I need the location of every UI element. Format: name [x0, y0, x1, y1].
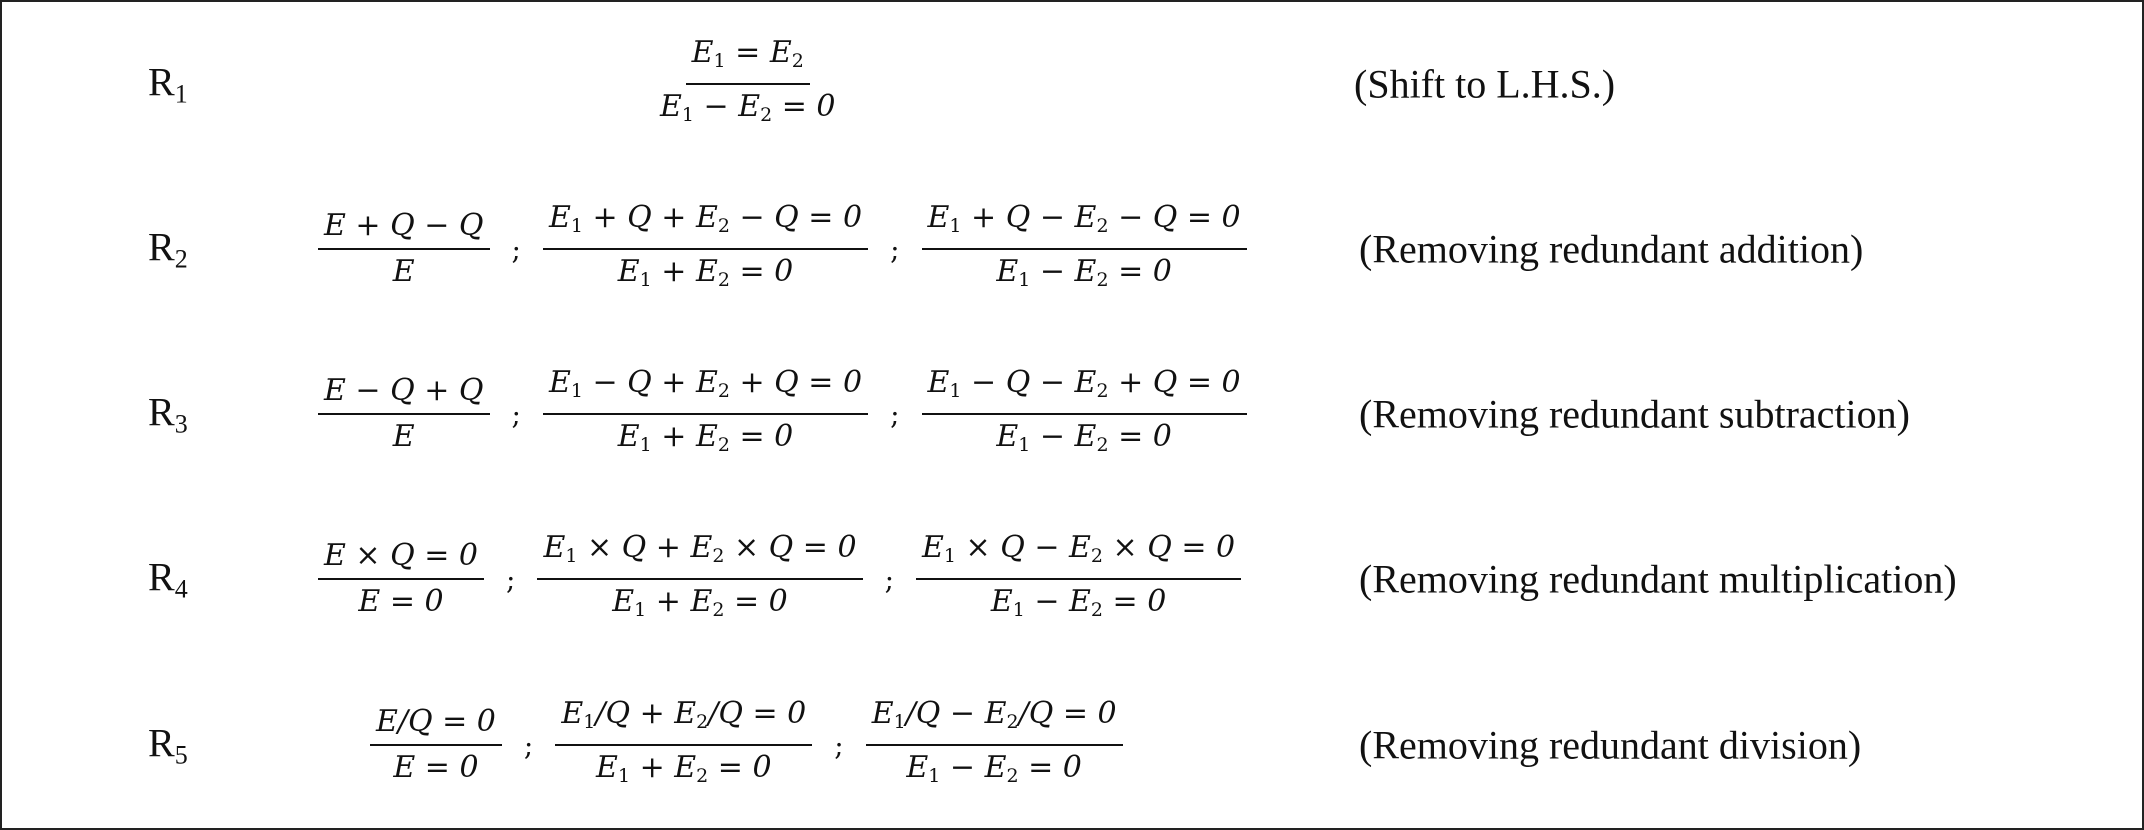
premise: E/Q = 0 — [370, 702, 502, 746]
premise: E1/Q − E2/Q = 0 — [865, 694, 1123, 746]
formula-separator: ; — [834, 728, 844, 762]
rule-row-1: R1 E1 = E2 E1 − E2 = 0 (Shift to L.H.S.) — [2, 29, 2142, 139]
premise: E + Q − Q — [318, 206, 490, 250]
inference-fraction: E1 × Q + E2 × Q = 0 E1 + E2 = 0 — [537, 528, 863, 630]
inference-fraction: E1/Q − E2/Q = 0 E1 − E2 = 0 — [865, 694, 1123, 796]
formula-separator: ; — [506, 562, 516, 596]
inference-fraction: E1 − Q − E2 + Q = 0 E1 − E2 = 0 — [921, 363, 1247, 465]
premise: E1 × Q + E2 × Q = 0 — [537, 528, 863, 580]
rule-description: (Removing redundant subtraction) — [1359, 391, 1910, 437]
premise: E1 + Q − E2 − Q = 0 — [921, 198, 1247, 250]
inference-fraction: E × Q = 0 E = 0 — [318, 536, 484, 622]
conclusion: E = 0 — [358, 584, 444, 619]
conclusion: E1 − E2 = 0 — [660, 89, 836, 126]
rule-description: (Removing redundant addition) — [1359, 226, 1864, 272]
rule-formulas: E + Q − Q E ; E1 + Q + E2 − Q = 0 E1 + E… — [318, 198, 1247, 300]
rule-formulas: E × Q = 0 E = 0 ; E1 × Q + E2 × Q = 0 E1… — [318, 528, 1242, 630]
formula-separator: ; — [884, 562, 894, 596]
rule-row-2: R2 E + Q − Q E ; E1 + Q + E2 − Q = 0 E1 … — [2, 194, 2142, 304]
premise: E − Q + Q — [318, 371, 490, 415]
rule-label: R4 — [148, 554, 188, 604]
formula-separator: ; — [511, 397, 521, 431]
conclusion: E1 + E2 = 0 — [617, 419, 794, 456]
conclusion: E — [392, 254, 415, 289]
rule-description: (Removing redundant division) — [1359, 722, 1862, 768]
rule-description: (Shift to L.H.S.) — [1354, 61, 1616, 107]
inference-fraction: E/Q = 0 E = 0 — [370, 702, 502, 788]
inference-fraction: E1 − Q + E2 + Q = 0 E1 + E2 = 0 — [542, 363, 869, 465]
conclusion: E1 + E2 = 0 — [617, 254, 794, 291]
rule-description: (Removing redundant multiplication) — [1359, 556, 1957, 602]
rule-formulas: E1 = E2 E1 − E2 = 0 — [654, 33, 842, 135]
rule-formulas: E − Q + Q E ; E1 − Q + E2 + Q = 0 E1 + E… — [318, 363, 1247, 465]
inference-fraction: E1/Q + E2/Q = 0 E1 + E2 = 0 — [555, 694, 813, 796]
inference-fraction: E + Q − Q E — [318, 206, 490, 292]
premise: E × Q = 0 — [318, 536, 484, 580]
rule-label: R3 — [148, 389, 188, 439]
conclusion: E1 − E2 = 0 — [906, 750, 1082, 787]
formula-separator: ; — [890, 232, 900, 266]
rule-label: R1 — [148, 59, 188, 109]
rule-row-5: R5 E/Q = 0 E = 0 ; E1/Q + E2/Q = 0 E1 + … — [2, 690, 2142, 800]
rule-row-3: R3 E − Q + Q E ; E1 − Q + E2 + Q = 0 E1 … — [2, 359, 2142, 469]
premise: E1/Q + E2/Q = 0 — [555, 694, 813, 746]
rule-label: R2 — [148, 224, 188, 274]
premise: E1 + Q + E2 − Q = 0 — [542, 198, 869, 250]
conclusion: E1 − E2 = 0 — [996, 419, 1172, 456]
rule-row-4: R4 E × Q = 0 E = 0 ; E1 × Q + E2 × Q = 0… — [2, 524, 2142, 634]
inference-fraction: E1 × Q − E2 × Q = 0 E1 − E2 = 0 — [916, 528, 1242, 630]
formula-separator: ; — [523, 728, 534, 762]
conclusion: E1 + E2 = 0 — [612, 584, 788, 621]
conclusion: E1 − E2 = 0 — [990, 584, 1167, 621]
conclusion: E — [392, 419, 415, 454]
premise: E1 × Q − E2 × Q = 0 — [916, 528, 1242, 580]
conclusion: E1 − E2 = 0 — [996, 254, 1172, 291]
inference-fraction: E1 = E2 E1 − E2 = 0 — [654, 33, 842, 135]
inference-fraction: E − Q + Q E — [318, 371, 490, 457]
inference-fraction: E1 + Q + E2 − Q = 0 E1 + E2 = 0 — [542, 198, 869, 300]
rule-formulas: E/Q = 0 E = 0 ; E1/Q + E2/Q = 0 E1 + E2 … — [370, 694, 1123, 796]
formula-separator: ; — [511, 232, 521, 266]
inference-fraction: E1 + Q − E2 − Q = 0 E1 − E2 = 0 — [921, 198, 1247, 300]
premise: E1 = E2 — [685, 33, 810, 85]
rule-label: R5 — [148, 720, 188, 770]
conclusion: E1 + E2 = 0 — [596, 750, 772, 787]
formula-separator: ; — [890, 397, 900, 431]
conclusion: E = 0 — [393, 750, 479, 785]
premise: E1 − Q + E2 + Q = 0 — [542, 363, 869, 415]
premise: E1 − Q − E2 + Q = 0 — [921, 363, 1247, 415]
